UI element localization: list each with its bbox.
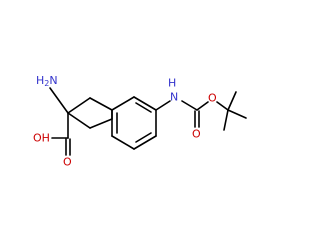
- bond-tbu-methyl-1: [227, 91, 237, 111]
- bond-c2-c1: [67, 97, 91, 114]
- molecular-structure: H2N OH O H N O O: [33, 74, 247, 169]
- bond-c5-c4: [133, 135, 157, 150]
- carbamate-h-label: H: [168, 77, 176, 90]
- bond-tbu-methyl-2: [227, 109, 247, 119]
- acid-hydroxyl-label: OH: [33, 132, 50, 145]
- carbamate-n-label: N: [170, 91, 178, 104]
- bond-layer: [49, 87, 247, 156]
- bond-c7a-c7: [111, 96, 135, 111]
- bond-aromatic-inner-1: [135, 102, 152, 113]
- bond-tbu-methyl-3: [223, 109, 229, 131]
- bond-c2-nh2: [49, 87, 69, 114]
- bond-c4-c3a: [111, 135, 135, 150]
- amine-label: H2N: [36, 74, 58, 88]
- bond-carbonyl-esterO: [196, 101, 209, 111]
- ester-oxygen-label: O: [208, 92, 217, 105]
- label-layer: H2N OH O H N O O: [33, 74, 217, 169]
- bond-aromatic-inner-2: [135, 132, 152, 143]
- acid-carbonyl-oxygen-label: O: [63, 156, 72, 169]
- bond-esterO-tbu: [216, 101, 229, 111]
- bond-c2-c3: [67, 112, 91, 129]
- bond-c6-n: [155, 100, 171, 111]
- bond-c3-c3a: [89, 118, 113, 129]
- bond-n-ccarbonyl: [181, 100, 198, 111]
- bond-c1-c7a: [89, 97, 113, 111]
- bond-c7-c6: [133, 96, 157, 111]
- carbamate-carbonyl-oxygen-label: O: [192, 128, 201, 141]
